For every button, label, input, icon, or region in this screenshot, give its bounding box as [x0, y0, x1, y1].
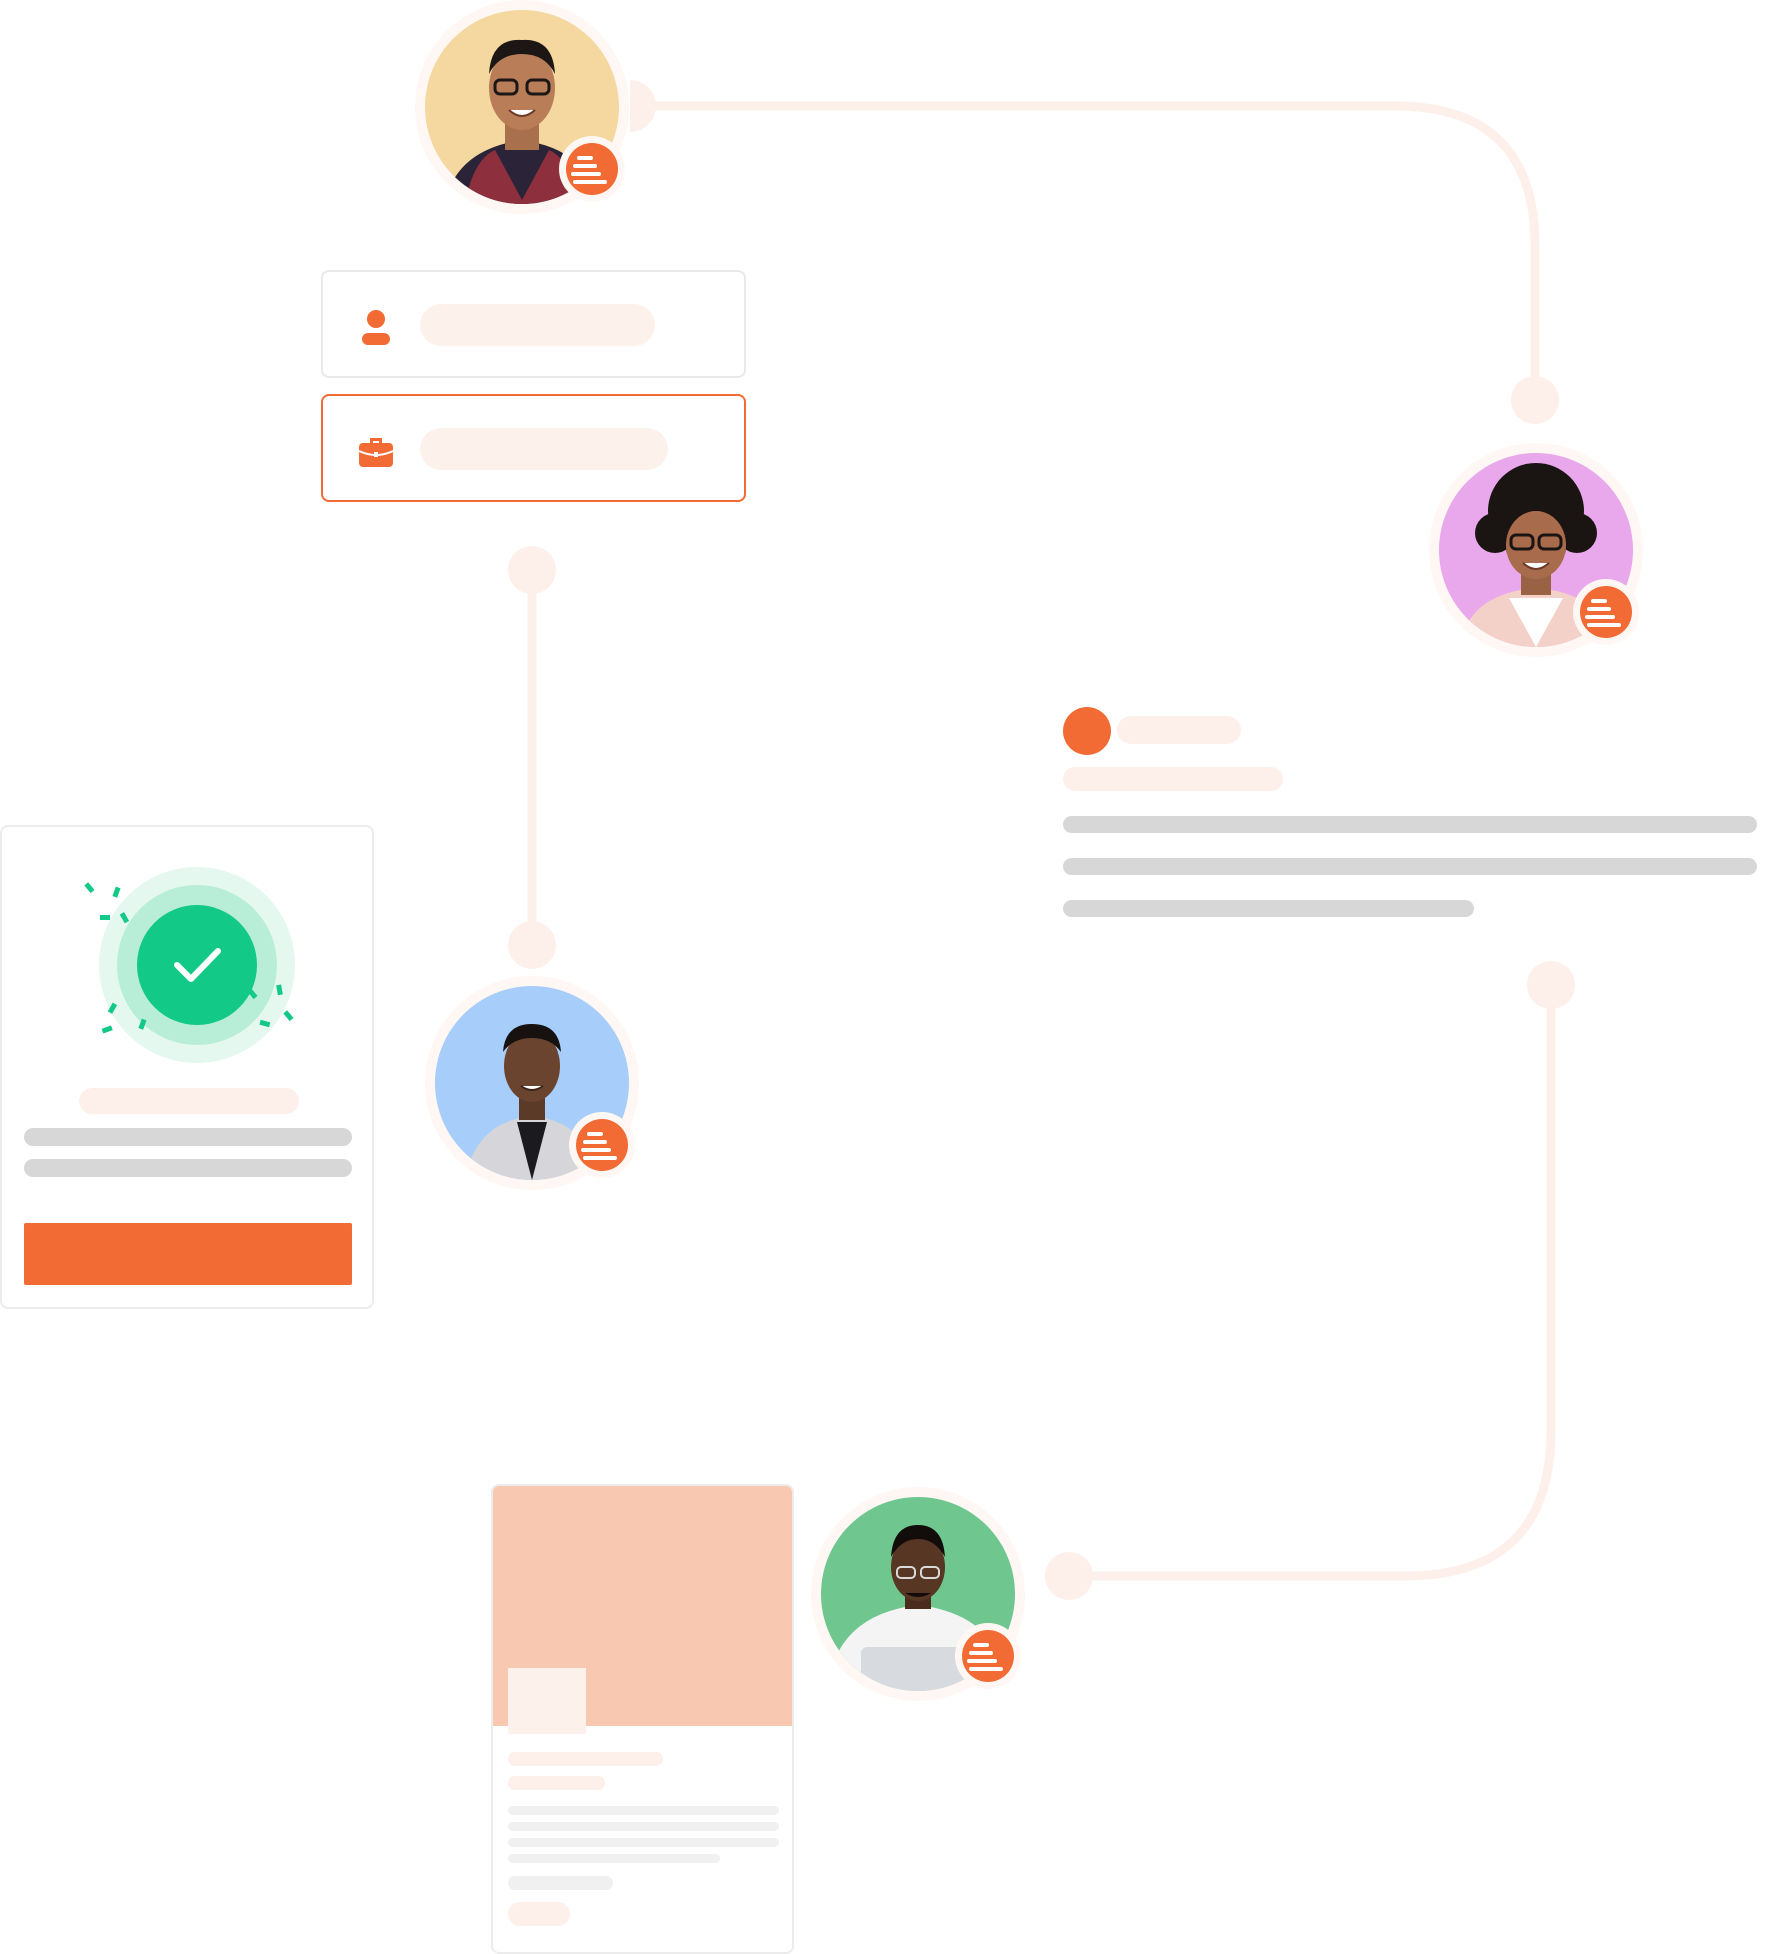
briefcase-icon	[358, 438, 394, 467]
avatar-bottom	[811, 1487, 1025, 1701]
continue-button[interactable]	[24, 1223, 352, 1285]
brand-logo-icon	[955, 1623, 1021, 1689]
success-line-placeholder	[24, 1128, 352, 1146]
company-logo-placeholder	[508, 1668, 586, 1734]
job-line-placeholder	[508, 1822, 779, 1831]
message-line-placeholder	[1063, 816, 1757, 833]
job-title-placeholder	[508, 1752, 663, 1766]
profile-field-placeholder	[420, 304, 655, 346]
avatar-top	[415, 0, 629, 214]
message-line-placeholder	[1063, 900, 1474, 917]
job-tag-placeholder[interactable]	[508, 1902, 570, 1926]
job-meta-placeholder	[508, 1876, 613, 1890]
job-line-placeholder	[508, 1838, 779, 1847]
job-line-placeholder	[508, 1806, 779, 1815]
avatar-middle	[425, 976, 639, 1190]
checkmark-icon	[84, 867, 295, 1063]
brand-logo-icon	[1573, 579, 1639, 645]
message-line-placeholder	[1063, 858, 1757, 875]
avatar-photo	[435, 986, 629, 1180]
message-title-placeholder	[1063, 767, 1283, 791]
person-icon	[362, 310, 390, 345]
brand-logo-icon	[569, 1112, 635, 1178]
job-line-placeholder	[508, 1854, 720, 1863]
avatar-photo	[425, 10, 619, 204]
avatar-photo	[1439, 453, 1633, 647]
success-title-placeholder	[79, 1088, 299, 1114]
job-company-placeholder	[508, 1776, 605, 1790]
job-field[interactable]	[321, 394, 746, 502]
status-dot	[1063, 707, 1111, 755]
profile-field[interactable]	[321, 270, 746, 378]
brand-logo-icon	[559, 136, 625, 202]
job-card[interactable]	[491, 1484, 794, 1954]
avatar-right	[1429, 443, 1643, 657]
job-field-placeholder	[420, 428, 668, 470]
success-line-placeholder	[24, 1159, 352, 1177]
success-card	[0, 825, 374, 1309]
message-author-placeholder	[1117, 716, 1241, 744]
